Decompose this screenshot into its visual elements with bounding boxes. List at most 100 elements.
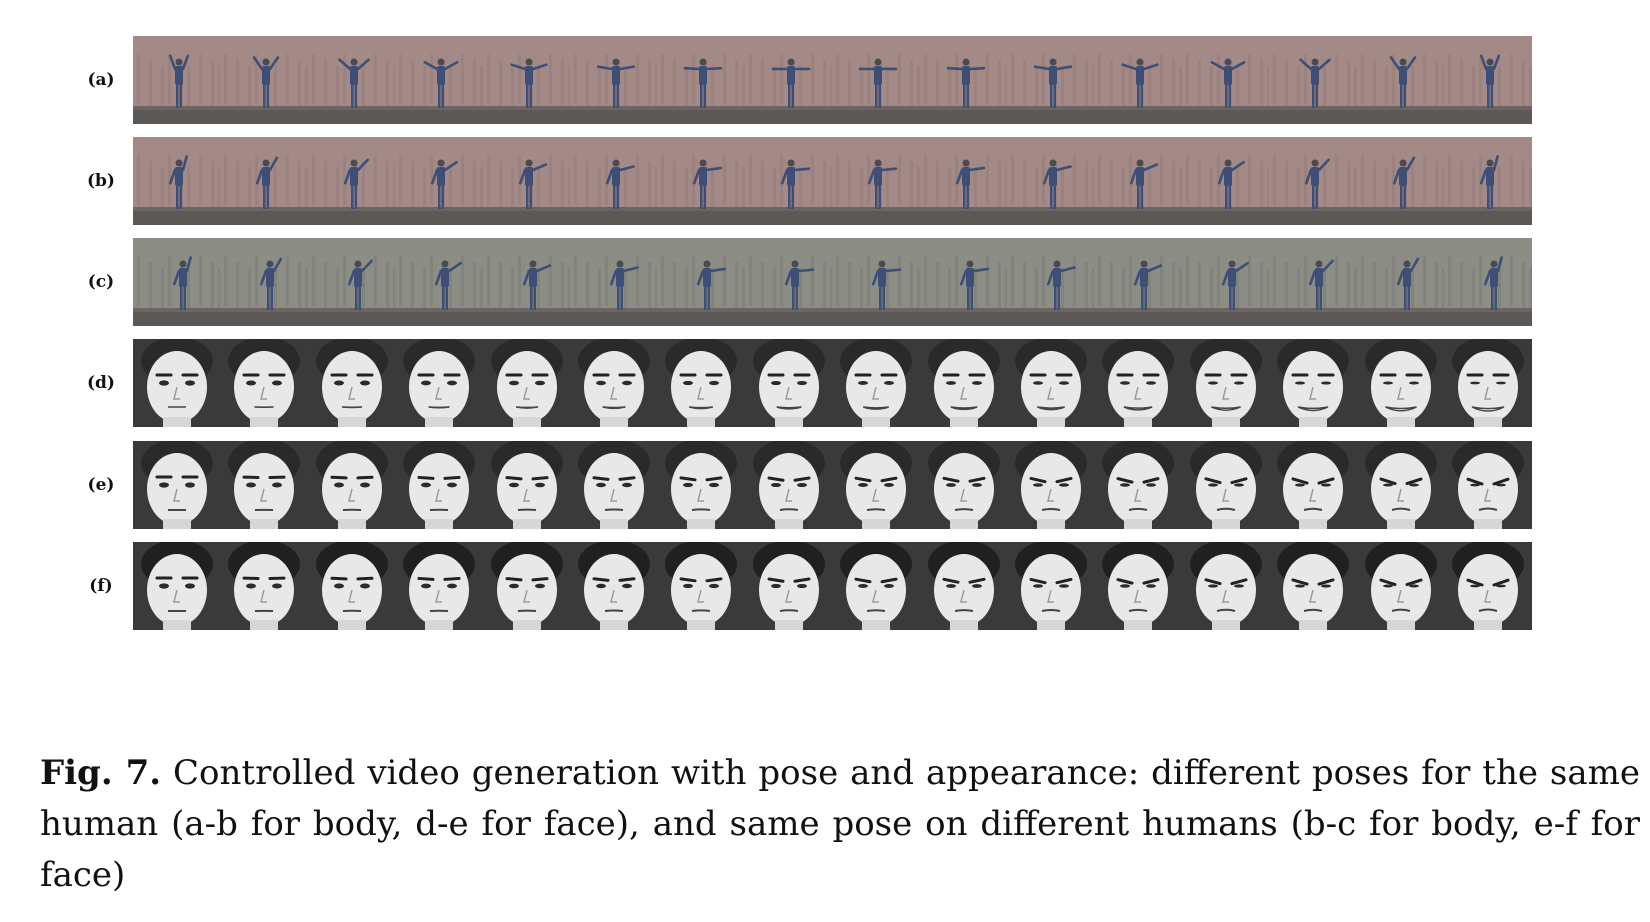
frame-image	[220, 339, 308, 427]
frame-image	[657, 441, 745, 529]
video-frame	[570, 36, 658, 124]
video-frame	[1094, 542, 1182, 630]
frame-image	[483, 542, 571, 630]
frame-image	[220, 36, 308, 124]
video-frame	[1357, 339, 1445, 427]
frame-image	[1357, 36, 1445, 124]
frame-image	[1007, 339, 1095, 427]
frame-image	[1269, 339, 1357, 427]
row-label: (c)	[87, 272, 115, 292]
video-frame	[1357, 542, 1445, 630]
figure-row: (d)	[0, 339, 1650, 427]
video-frame	[1269, 542, 1357, 630]
frame-image	[483, 441, 571, 529]
video-frame	[133, 36, 221, 124]
video-frame	[133, 238, 221, 326]
video-frame	[395, 36, 483, 124]
video-frame	[1269, 137, 1357, 225]
frame-image	[395, 542, 483, 630]
video-frame	[133, 542, 221, 630]
frame-image	[133, 137, 221, 225]
video-frame	[1007, 36, 1095, 124]
video-frame	[395, 238, 483, 326]
frame-image	[745, 238, 833, 326]
frame-image	[1444, 137, 1532, 225]
frame-image	[308, 36, 396, 124]
video-frame	[920, 542, 1008, 630]
frame-image	[1094, 36, 1182, 124]
frame-image	[395, 441, 483, 529]
frame-image	[1444, 542, 1532, 630]
frame-image	[1357, 542, 1445, 630]
video-frame	[133, 441, 221, 529]
video-frame	[1357, 238, 1445, 326]
video-frame	[1444, 542, 1532, 630]
frame-image	[1007, 238, 1095, 326]
frame-image	[745, 137, 833, 225]
frame-image	[1444, 36, 1532, 124]
frame-image	[133, 339, 221, 427]
video-frame	[745, 238, 833, 326]
frame-image	[1182, 36, 1270, 124]
frame-image	[1269, 36, 1357, 124]
video-frame	[1182, 36, 1270, 124]
video-frame	[1444, 137, 1532, 225]
frame-image	[745, 441, 833, 529]
video-frame	[483, 339, 571, 427]
video-frame	[1007, 137, 1095, 225]
frame-image	[220, 441, 308, 529]
frame-strip	[133, 137, 1607, 225]
video-frame	[1269, 238, 1357, 326]
frame-strip	[133, 339, 1607, 427]
video-frame	[570, 542, 658, 630]
video-frame	[657, 137, 745, 225]
video-frame	[1094, 339, 1182, 427]
frame-image	[570, 36, 658, 124]
video-frame	[308, 542, 396, 630]
video-frame	[745, 542, 833, 630]
frame-image	[570, 137, 658, 225]
frame-image	[133, 36, 221, 124]
frame-image	[1357, 339, 1445, 427]
video-frame	[1094, 441, 1182, 529]
video-frame	[1007, 339, 1095, 427]
frame-strip	[133, 441, 1607, 529]
video-frame	[1007, 238, 1095, 326]
video-frame	[657, 238, 745, 326]
frame-image	[570, 339, 658, 427]
video-frame	[1444, 441, 1532, 529]
frame-strip	[133, 238, 1607, 326]
frame-image	[832, 238, 920, 326]
video-frame	[1444, 339, 1532, 427]
video-frame	[570, 137, 658, 225]
video-frame	[832, 238, 920, 326]
frame-image	[220, 542, 308, 630]
frame-image	[832, 137, 920, 225]
frame-image	[920, 339, 1008, 427]
frame-image	[1357, 137, 1445, 225]
figure-caption: Fig. 7. Controlled video generation with…	[40, 748, 1640, 901]
video-frame	[1182, 542, 1270, 630]
video-frame	[483, 542, 571, 630]
frame-image	[1182, 339, 1270, 427]
frame-image	[920, 238, 1008, 326]
frame-image	[308, 137, 396, 225]
video-frame	[133, 339, 221, 427]
video-frame	[1357, 441, 1445, 529]
frame-image	[220, 137, 308, 225]
video-frame	[1094, 36, 1182, 124]
frame-image	[1182, 542, 1270, 630]
frame-image	[1269, 238, 1357, 326]
video-frame	[220, 339, 308, 427]
frame-image	[570, 238, 658, 326]
video-frame	[220, 137, 308, 225]
frame-image	[1269, 441, 1357, 529]
figure-row: (b)	[0, 137, 1650, 225]
video-frame	[308, 36, 396, 124]
video-frame	[657, 542, 745, 630]
video-frame	[832, 137, 920, 225]
video-frame	[483, 238, 571, 326]
video-frame	[570, 238, 658, 326]
video-frame-grid: (a)(b)(c)(d)(e)(f)	[0, 36, 1650, 630]
row-label: (e)	[87, 475, 115, 495]
